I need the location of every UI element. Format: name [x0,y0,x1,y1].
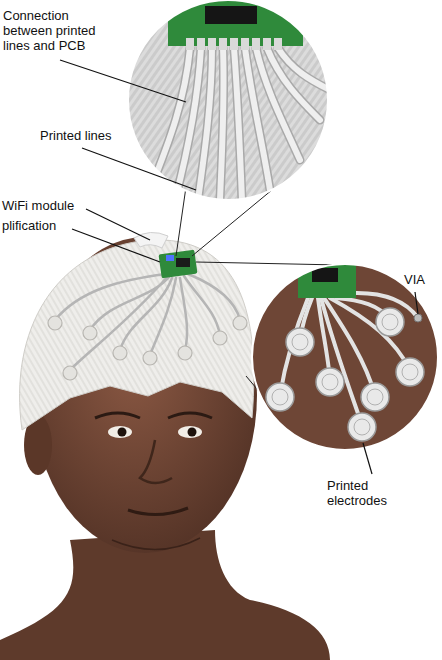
nose [140,440,172,483]
pupil [118,428,127,437]
callout-label: Printed electrodes [327,478,399,508]
callout-label: WiFi module [2,198,92,213]
chin [112,538,200,550]
leader-lines [60,60,418,474]
callout-label: VIA [404,272,438,287]
cap-electrodes [48,316,247,380]
callout-label: Printed lines [40,128,130,143]
zoom-circle-electrodes [250,262,442,452]
zoom-circle-rim [252,264,438,450]
eye [178,426,202,438]
callout-label: plification [2,218,82,233]
eye [108,426,132,438]
mouth [128,508,188,515]
brow [168,413,212,418]
cap-printed-lines [55,274,240,370]
callout-label: Connection between printed lines and PCB [3,8,111,53]
pupil [188,428,197,437]
shoulders [0,530,330,660]
brow [95,413,140,418]
zoom-circle-rim [128,0,328,200]
textile-cap [20,240,254,430]
zoom-circle-pcb [120,0,340,210]
